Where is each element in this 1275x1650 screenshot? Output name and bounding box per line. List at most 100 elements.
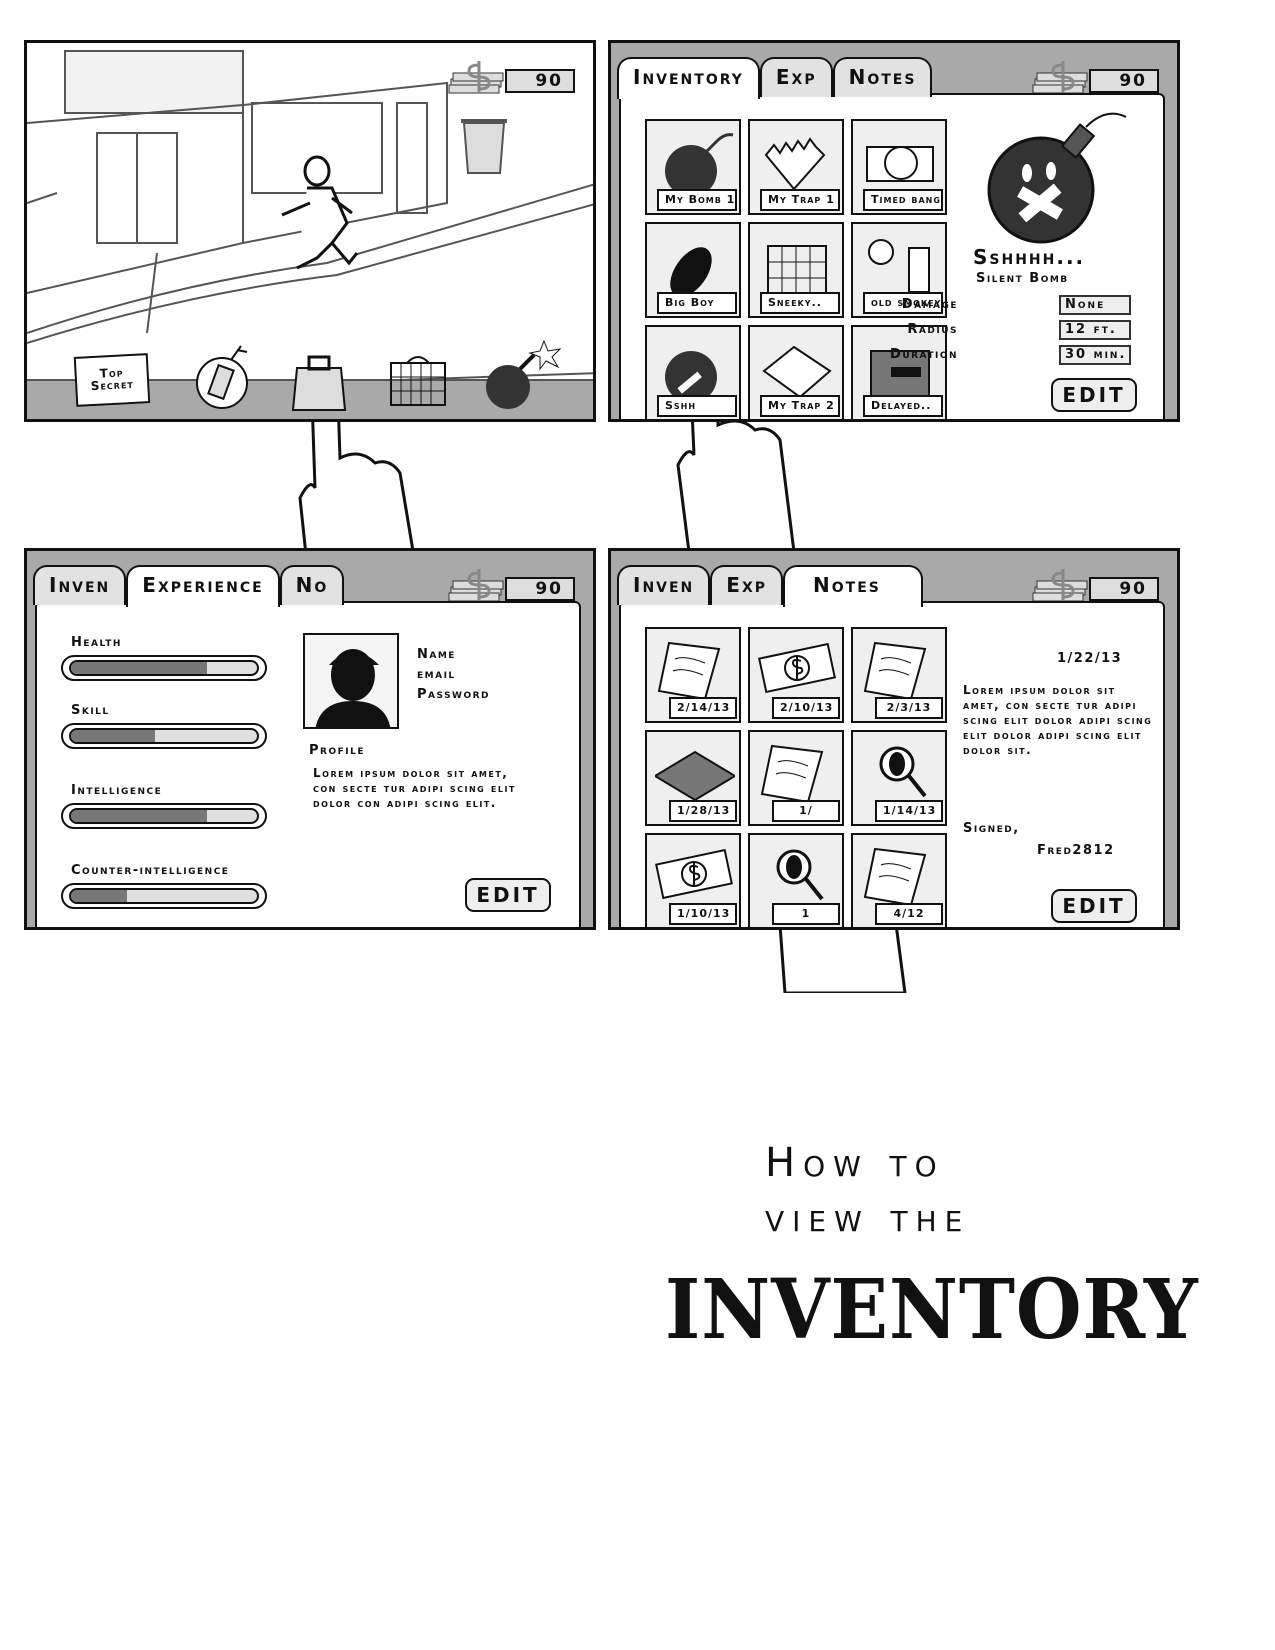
stat-label: Counter-intelligence [71, 863, 230, 878]
item-label: My Trap 1 [760, 189, 840, 211]
inventory-item[interactable]: Sneeky.. [748, 222, 844, 318]
tab-bar: Inven Exp Notes [617, 565, 923, 607]
inventory-item[interactable]: My Bomb 1 [645, 119, 741, 215]
inventory-item[interactable]: old smokey [851, 222, 947, 318]
note-icon [863, 847, 927, 907]
detonator-icon[interactable] [195, 335, 255, 415]
money-value: 90 [1089, 577, 1159, 601]
street-scene: 90 Top Secret [27, 43, 593, 419]
tab-inventory[interactable]: Inventory [617, 57, 760, 99]
stat-bar [61, 655, 267, 681]
money-stack-icon [448, 569, 504, 602]
note-icon [760, 744, 824, 804]
note-item[interactable]: 1/28/13 [645, 730, 741, 826]
note-item[interactable]: 4/12 [851, 833, 947, 927]
inventory-item[interactable]: Sshh [645, 325, 741, 419]
note-icon [655, 848, 733, 900]
tab-experience[interactable]: Experience [126, 565, 280, 607]
field-label: Duration [890, 347, 958, 362]
notes-panel: 90 Inven Exp Notes 2/14/13 2/10/13 2/3/13 1… [608, 548, 1180, 930]
money-counter: 90 [1029, 61, 1159, 95]
inventory-item[interactable]: My Trap 1 [748, 119, 844, 215]
item-label: My Trap 2 [760, 395, 840, 417]
stat-bar [61, 723, 267, 749]
edit-button[interactable]: EDIT [1051, 889, 1137, 923]
item-icon [665, 133, 734, 195]
field-value[interactable]: 30 min. [1059, 345, 1131, 365]
note-icon [863, 641, 927, 701]
tab-bar: Inventory Exp Notes [617, 57, 933, 99]
inventory-item[interactable]: My Trap 2 [748, 325, 844, 419]
note-icon [776, 849, 824, 901]
cage-icon[interactable] [387, 353, 449, 409]
item-label: Timed bang [863, 189, 943, 211]
profile-field-label[interactable]: Name [417, 647, 456, 662]
profile-field-label[interactable]: email [417, 667, 456, 682]
note-icon [758, 642, 836, 694]
note-item[interactable]: 1/14/13 [851, 730, 947, 826]
item-icon [665, 351, 717, 401]
field-value[interactable]: None [1059, 295, 1131, 315]
bag-icon[interactable] [289, 343, 349, 413]
profile-text: Lorem ipsum dolor sit amet, con secte tu… [313, 766, 516, 810]
tab-notes[interactable]: No [279, 565, 345, 605]
bomb-icon[interactable] [482, 335, 562, 415]
money-value: 90 [505, 577, 575, 601]
note-icon [657, 641, 721, 701]
note-item[interactable]: 1/10/13 [645, 833, 741, 927]
note-date-label: 1/10/13 [669, 903, 737, 925]
tab-notes[interactable]: Notes [783, 565, 923, 607]
note-date-label: 1/28/13 [669, 800, 737, 822]
note-item[interactable]: 2/10/13 [748, 627, 844, 723]
money-value: 90 [1089, 69, 1159, 93]
spy-character [281, 155, 359, 270]
inventory-item[interactable]: Timed bang [851, 119, 947, 215]
tab-exp[interactable]: Exp [710, 565, 783, 605]
inventory-item[interactable]: Big Boy [645, 222, 741, 318]
note-icon [655, 750, 735, 802]
item-icon [762, 345, 832, 399]
money-stack-icon [448, 61, 504, 94]
inventory-panel: 90 Inventory Exp Notes My Bomb 1 My Trap … [608, 40, 1180, 422]
inventory-item[interactable]: Delayed.. [851, 325, 947, 419]
stat-label: Skill [71, 703, 110, 718]
note-date-label: 1/14/13 [875, 800, 943, 822]
stat-label: Health [71, 635, 122, 650]
profile-label: Profile [309, 743, 365, 758]
item-icon [670, 247, 712, 297]
profile-field-label[interactable]: Password [417, 687, 491, 702]
tab-exp[interactable]: Exp [759, 57, 833, 97]
note-item[interactable]: 2/3/13 [851, 627, 947, 723]
item-icon [868, 239, 930, 293]
money-counter: 90 [445, 61, 575, 95]
note-date-label: 2/3/13 [875, 697, 943, 719]
top-secret-folder[interactable]: Top Secret [73, 353, 151, 407]
tab-notes[interactable]: Notes [832, 57, 933, 97]
item-label: old smokey [863, 292, 943, 314]
field-label: Damage [901, 297, 958, 312]
edit-button[interactable]: EDIT [1051, 378, 1137, 412]
note-date-label: 4/12 [875, 903, 943, 925]
item-label: Big Boy [657, 292, 737, 314]
stat-track [69, 888, 259, 904]
tab-inventory[interactable]: Inven [617, 565, 711, 605]
tab-inventory[interactable]: Inven [33, 565, 127, 605]
note-body: Lorem ipsum dolor sit amet, con secte tu… [963, 683, 1153, 757]
note-date-label: 2/10/13 [772, 697, 840, 719]
stat-fill [71, 810, 207, 822]
note-item[interactable]: 1/ [748, 730, 844, 826]
item-icon [767, 245, 827, 295]
item-icon [764, 137, 826, 191]
item-label: Sshh [657, 395, 737, 417]
stat-bar [61, 883, 267, 909]
note-item[interactable]: 2/14/13 [645, 627, 741, 723]
note-icon [879, 746, 927, 798]
money-value: 90 [505, 69, 575, 93]
field-value[interactable]: 12 ft. [1059, 320, 1131, 340]
note-date: 1/22/13 [1057, 651, 1123, 666]
notes-content: 2/14/13 2/10/13 2/3/13 1/28/13 1/1/14/13 1/10… [619, 601, 1165, 927]
edit-button[interactable]: EDIT [465, 878, 551, 912]
money-stack-icon [1032, 61, 1088, 94]
note-item[interactable]: 1 [748, 833, 844, 927]
